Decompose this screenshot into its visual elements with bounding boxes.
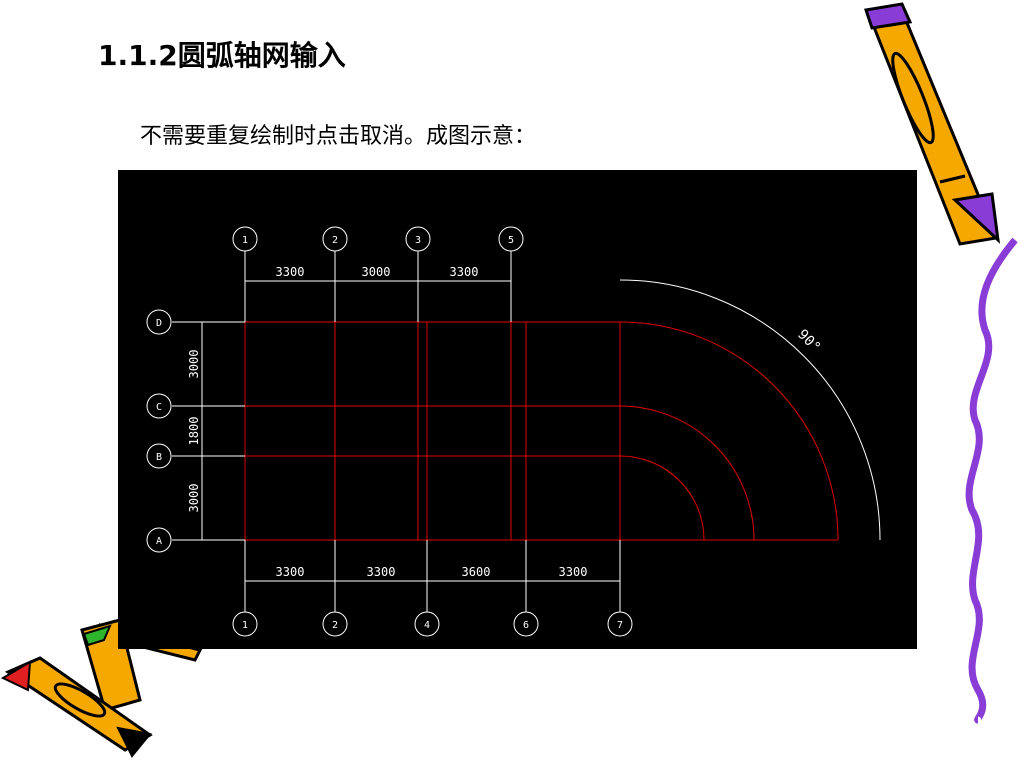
instruction-text: 不需要重复绘制时点击取消。成图示意： bbox=[140, 124, 537, 149]
bottom-axis-label: 4 bbox=[424, 620, 430, 631]
bottom-dimension: 3300 bbox=[276, 565, 305, 579]
left-axis-labels: D C B A bbox=[156, 318, 162, 547]
pencil-top-right-icon bbox=[864, 2, 1001, 246]
left-axis-label: C bbox=[156, 402, 162, 413]
dimension-lines bbox=[172, 251, 881, 612]
bottom-axis-label: 2 bbox=[332, 620, 338, 631]
bottom-axis-bubbles bbox=[232, 611, 633, 637]
left-axis-label: B bbox=[156, 452, 162, 463]
slide-title: 1.1.2圆弧轴网输入 bbox=[98, 39, 346, 72]
top-axis-bubbles bbox=[232, 226, 524, 252]
bottom-axis-labels: 1 2 4 6 7 bbox=[242, 620, 623, 631]
top-dimension: 3300 bbox=[450, 265, 479, 279]
top-axis-label: 2 bbox=[332, 235, 338, 246]
top-axis-label: 1 bbox=[242, 235, 248, 246]
arc-line-b bbox=[619, 455, 705, 541]
bottom-dimension: 3600 bbox=[462, 565, 491, 579]
axis-grid-svg: 1 2 3 5 1 2 4 6 7 bbox=[146, 226, 881, 637]
left-dimension: 3000 bbox=[187, 350, 201, 379]
top-axis-label: 3 bbox=[415, 235, 421, 246]
left-dimension: 1800 bbox=[187, 417, 201, 446]
arc-line-d bbox=[619, 321, 839, 541]
left-dimension: 3000 bbox=[187, 484, 201, 513]
cad-drawing: 1 2 3 5 1 2 4 6 7 bbox=[118, 170, 917, 649]
bottom-axis-label: 6 bbox=[523, 620, 529, 631]
bottom-axis-label: 7 bbox=[617, 620, 623, 631]
dimension-texts: 3300 3000 3300 3300 3300 3600 3300 3000 … bbox=[187, 265, 823, 579]
axis-grid-lines bbox=[244, 321, 839, 541]
bottom-dimension: 3300 bbox=[367, 565, 396, 579]
bottom-axis-label: 1 bbox=[242, 620, 248, 631]
top-dimension: 3300 bbox=[276, 265, 305, 279]
top-axis-labels: 1 2 3 5 bbox=[242, 235, 514, 246]
top-dimension: 3000 bbox=[362, 265, 391, 279]
ribbon-icon bbox=[965, 237, 1018, 724]
top-axis-label: 5 bbox=[508, 235, 514, 246]
left-axis-bubbles bbox=[146, 309, 172, 553]
angle-arc bbox=[619, 279, 881, 541]
left-axis-label: A bbox=[156, 536, 162, 547]
left-axis-label: D bbox=[156, 318, 162, 329]
arc-line-c bbox=[619, 405, 755, 541]
bottom-dimension: 3300 bbox=[559, 565, 588, 579]
